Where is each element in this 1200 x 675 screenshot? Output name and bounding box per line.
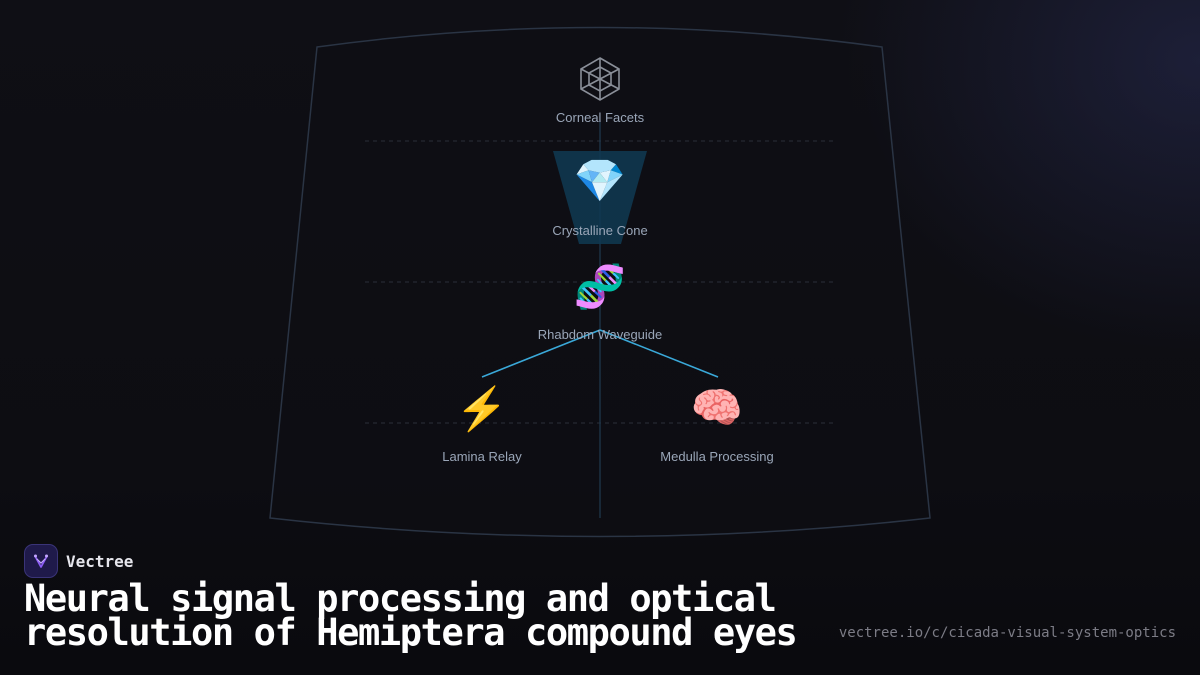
brand-name: Vectree [66,551,134,571]
edge-rhabdom-medulla [599,329,719,378]
edge-rhabdom-lamina [481,329,601,378]
dna-icon: 🧬 [573,263,627,310]
vectree-logo-icon [24,544,58,578]
brand[interactable]: Vectree [24,544,1176,578]
node-label-corneal-facets: Corneal Facets [555,110,645,125]
footer: Vectree [24,544,1176,578]
source-url[interactable]: vectree.io/c/cicada-visual-system-optics [838,625,1176,641]
node-label-medulla-processing: Medulla Processing [660,449,774,464]
node-label-rhabdom-waveguide: Rhabdom Waveguide [537,327,663,342]
brain-icon: 🧠 [690,384,744,431]
gem-icon: 💎 [573,157,627,204]
node-label-crystalline-cone: Crystalline Cone [552,223,648,238]
cone-highlight [553,151,647,244]
page-title: Neural signal processing and optical res… [24,577,798,654]
lightning-icon: ⚡ [455,385,509,432]
spider-web-icon [580,57,620,101]
node-label-lamina-relay: Lamina Relay [442,449,522,464]
